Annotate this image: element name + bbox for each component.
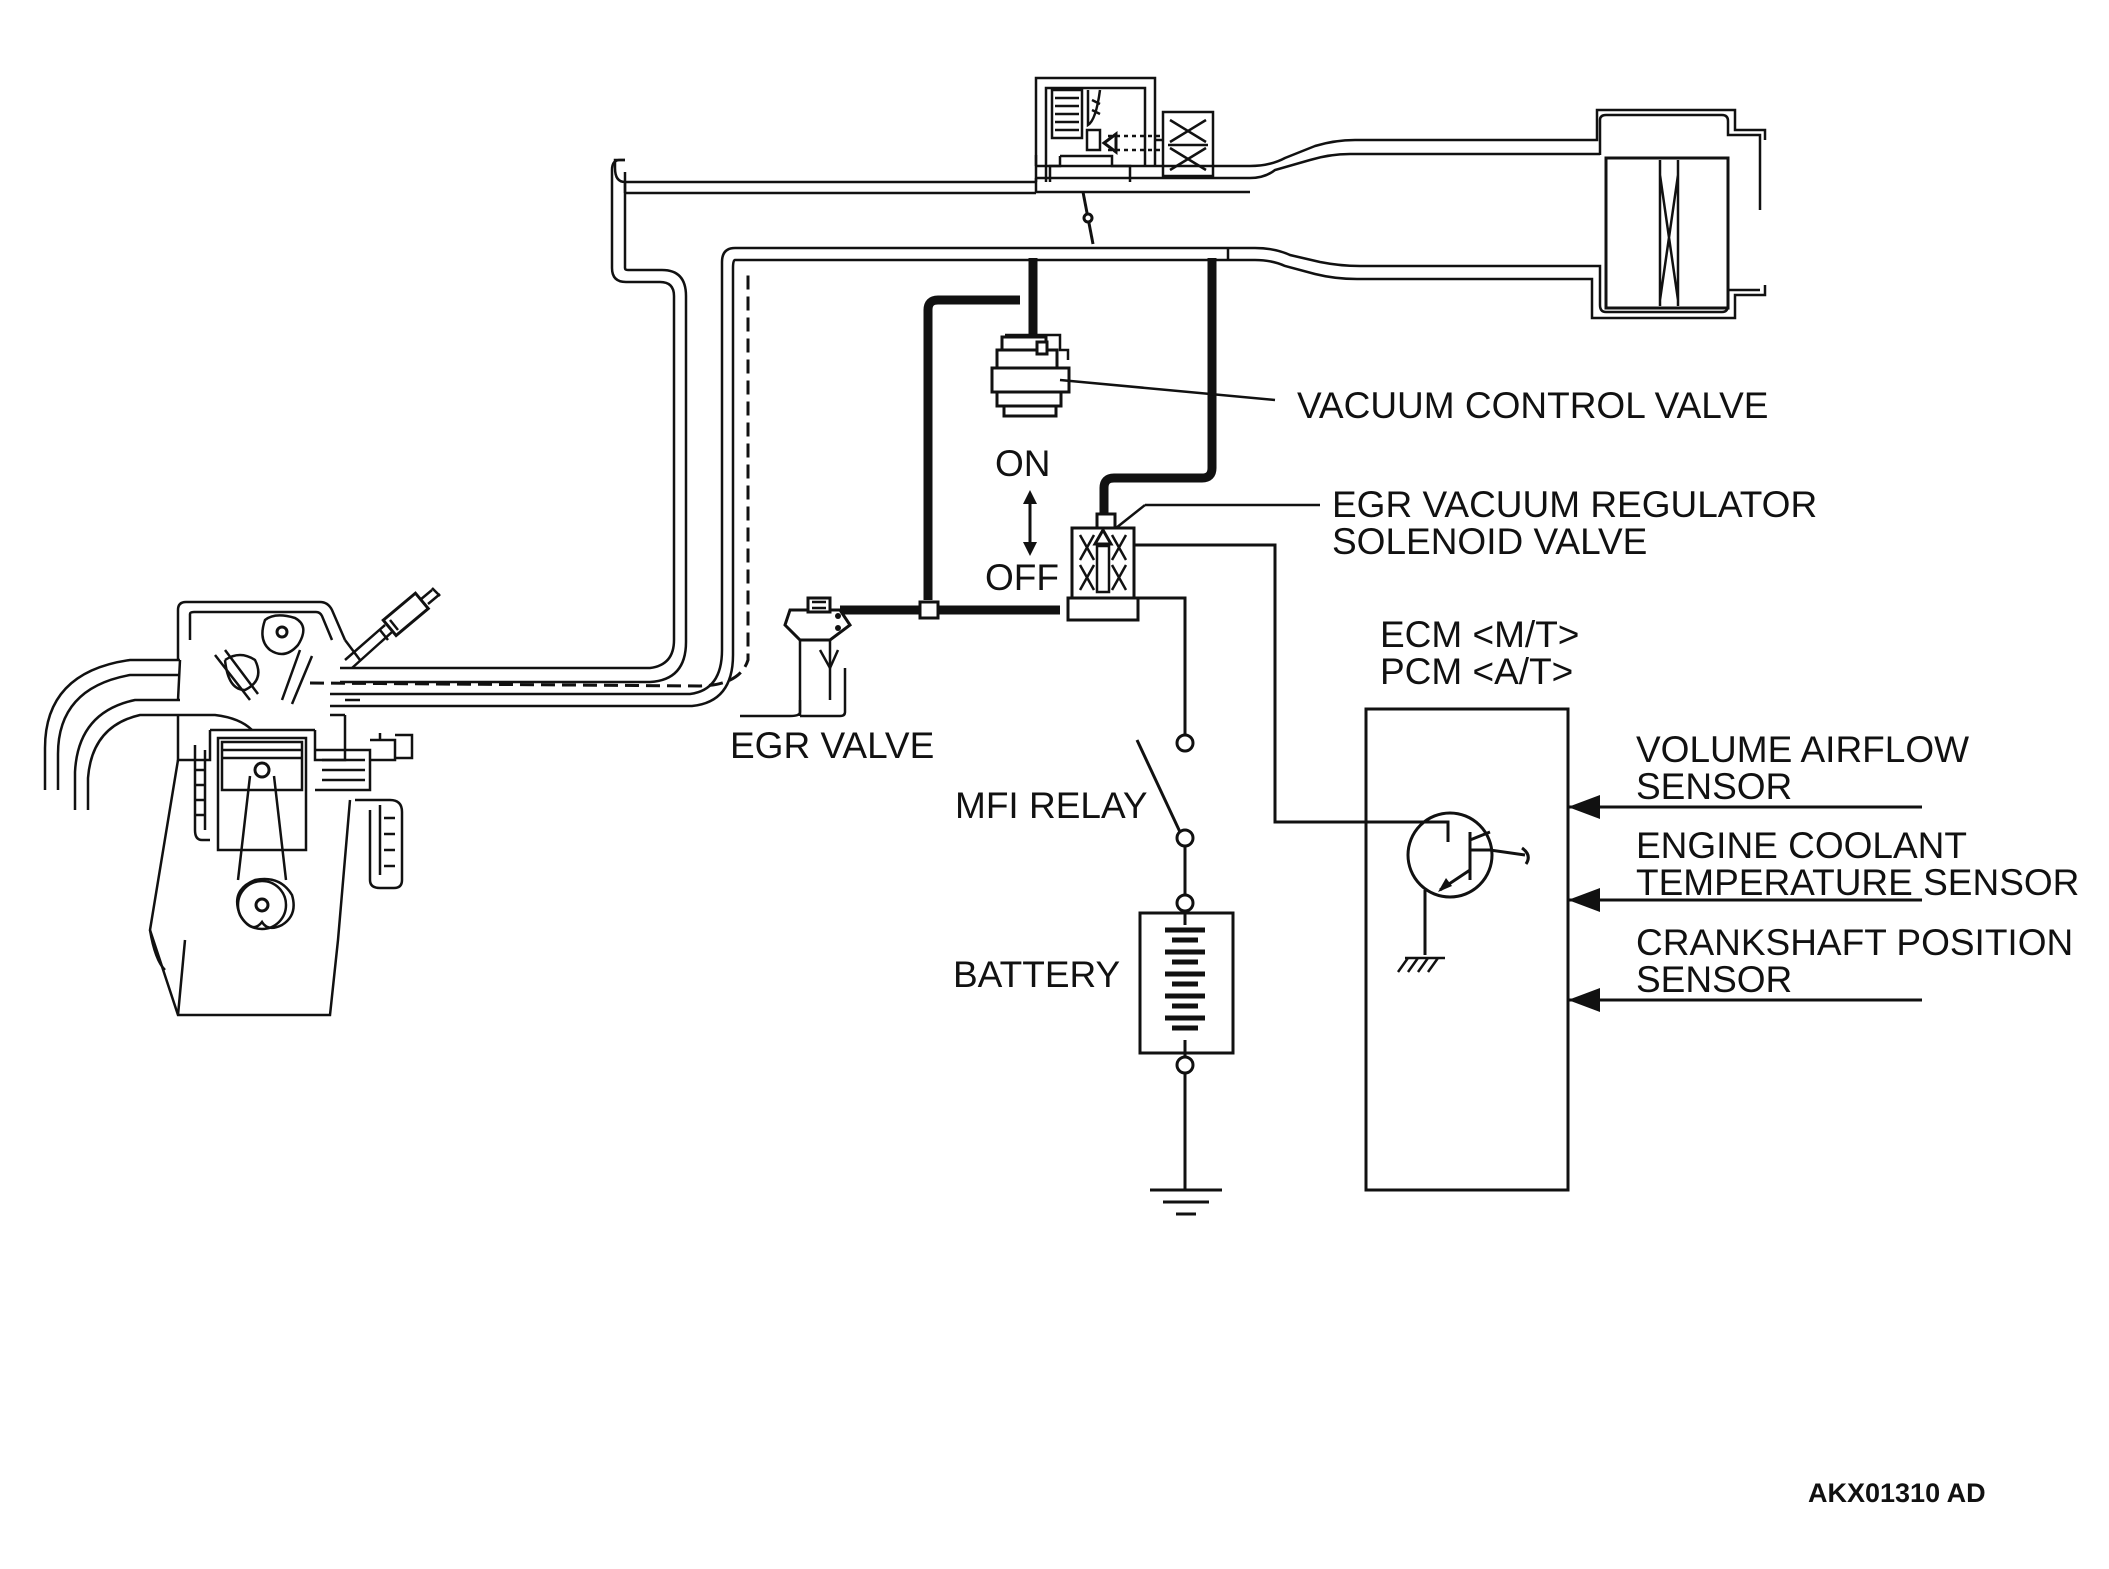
egr-valve-label: EGR VALVE <box>730 725 934 766</box>
egr-regulator-label-line1: EGR VACUUM REGULATOR <box>1332 484 1817 525</box>
volume-airflow-label-line2: SENSOR <box>1636 766 1792 807</box>
pcm-label: PCM <A/T> <box>1380 651 1573 692</box>
figure-code: AKX01310 AD <box>1808 1478 1986 1508</box>
off-label: OFF <box>985 557 1059 598</box>
input-arrow-icon <box>1568 988 1600 1012</box>
vacuum-hoses <box>840 258 1217 615</box>
engine-icon <box>43 587 441 1017</box>
air-cleaner-icon <box>1604 156 1730 310</box>
battery-icon <box>1138 893 1235 1075</box>
mfi-relay-label: MFI RELAY <box>955 785 1148 826</box>
idle-control-actuator-icon <box>1161 110 1215 178</box>
sensor-inputs <box>1568 795 1922 1012</box>
input-arrow-icon <box>1568 888 1600 912</box>
input-arrow-icon <box>1568 795 1600 819</box>
intake-duct <box>1036 108 1767 320</box>
egr-vacuum-regulator-solenoid-valve <box>1066 503 1320 622</box>
intake-manifold <box>309 155 1250 718</box>
arrow-up-icon <box>1023 490 1037 504</box>
vacuum-control-valve <box>990 333 1276 418</box>
crankshaft-label-line2: SENSOR <box>1636 959 1792 1000</box>
on-label: ON <box>995 443 1051 484</box>
engine-coolant-label-line2: TEMPERATURE SENSOR <box>1636 862 2079 903</box>
arrow-down-icon <box>1023 542 1037 556</box>
mfi-relay <box>1135 733 1195 848</box>
wiring <box>1134 543 1432 1190</box>
volume-airflow-label-line1: VOLUME AIRFLOW <box>1636 729 1969 770</box>
vacuum-control-valve-label: VACUUM CONTROL VALVE <box>1297 385 1768 426</box>
engine-coolant-label-line1: ENGINE COOLANT <box>1636 825 1967 866</box>
throttle-body <box>1034 76 1215 245</box>
ground-icon <box>1150 1188 1222 1216</box>
egr-valve <box>783 596 940 716</box>
ecm-pcm-box <box>1364 707 1570 1192</box>
crankshaft-label-line1: CRANKSHAFT POSITION <box>1636 922 2073 963</box>
egr-regulator-label-line2: SOLENOID VALVE <box>1332 521 1647 562</box>
ecm-label: ECM <M/T> <box>1380 614 1579 655</box>
battery-label: BATTERY <box>953 954 1120 995</box>
on-off-indicator: ON OFF <box>985 443 1059 598</box>
